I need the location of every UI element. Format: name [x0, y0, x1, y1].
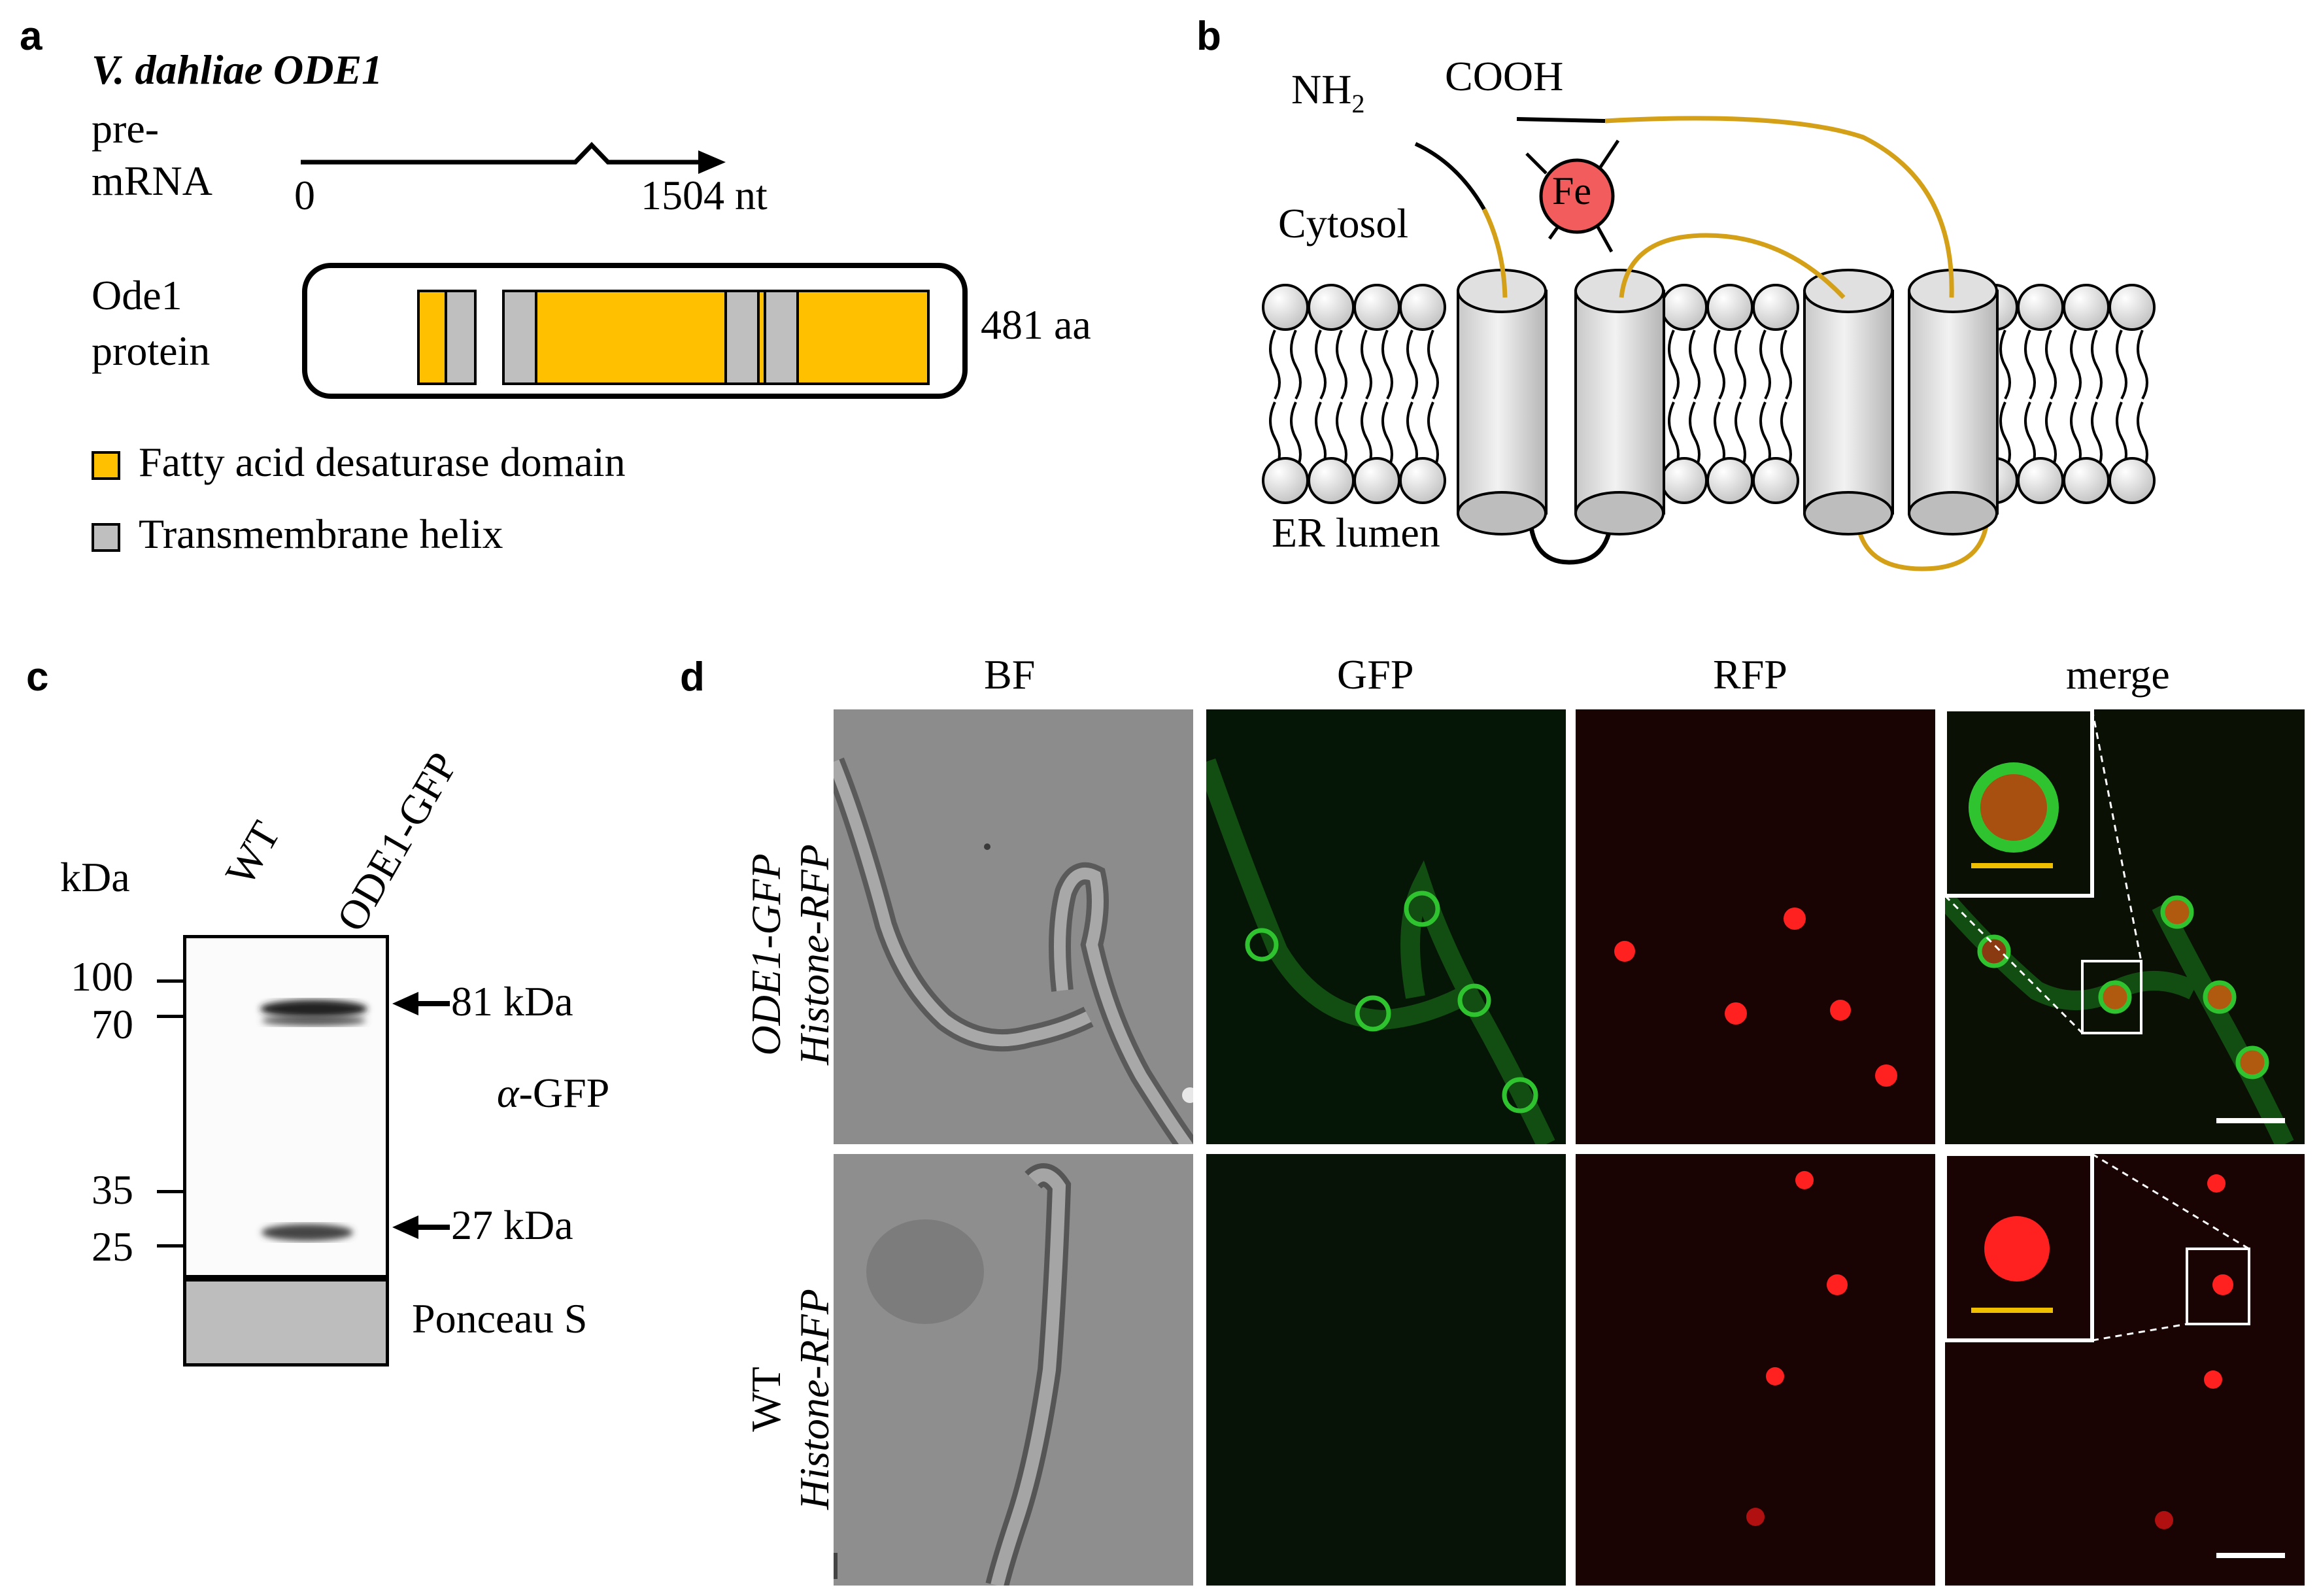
marker-tick-100 — [157, 979, 184, 983]
tm-helix-cylinders — [1457, 269, 1999, 535]
marker-tick-70 — [157, 1015, 184, 1018]
iron-cofactor — [1525, 139, 1620, 253]
c-terminal-tail-gold — [1604, 116, 1954, 298]
legend-swatch-tm — [92, 523, 120, 552]
band-label-27kda: 27 kDa — [451, 1202, 573, 1248]
image-rfp-ode1-gfp — [1576, 709, 1935, 1144]
legend-swatch-fad — [92, 451, 120, 480]
marker-label-100: 100 — [71, 953, 133, 1000]
marker-tick-25 — [157, 1244, 184, 1248]
marker-tick-35 — [157, 1190, 184, 1193]
tm-helix-cylinder-4 — [1908, 269, 1999, 535]
band-arrow-27kda — [392, 1215, 450, 1239]
membrane-topology-diagram — [1262, 116, 2156, 571]
premrna-label-line2: mRNA — [92, 158, 212, 204]
band-label-81kda: 81 kDa — [451, 978, 573, 1025]
main-scale-bar — [2216, 1118, 2285, 1123]
n-terminal-tail-black — [1414, 142, 1486, 211]
column-header-gfp: GFP — [1337, 651, 1414, 698]
nh2-terminus-label: NH2 — [1291, 66, 1365, 118]
protein-label-line1: Ode1 — [92, 272, 182, 318]
image-merge-ode1-gfp — [1945, 709, 2305, 1144]
lumen-loop-black — [1527, 509, 1614, 565]
tm-helix-1 — [445, 290, 477, 385]
gene-title: V. dahliae ODE1 — [92, 46, 383, 93]
band-81kda-lower — [262, 1015, 366, 1026]
n-terminal-tail-gold — [1481, 208, 1508, 298]
tm-helix-4 — [764, 290, 799, 385]
cytosol-label: Cytosol — [1278, 200, 1409, 246]
premrna-label-line1: pre- — [92, 105, 160, 152]
marker-label-35: 35 — [92, 1166, 133, 1213]
tm-helix-cylinder-2 — [1574, 269, 1665, 535]
tm-helix-3 — [724, 290, 760, 385]
fad-domain-segment-2 — [535, 290, 727, 385]
lumen-loop-gold — [1854, 509, 1990, 571]
cooh-terminus-label: COOH — [1445, 53, 1564, 99]
panel-label-d: d — [680, 654, 705, 700]
legend-label-tm: Transmembrane helix — [139, 511, 503, 557]
c-terminal-tail-black — [1516, 117, 1606, 123]
western-blot-membrane — [183, 935, 389, 1278]
cytosol-loop-gold — [1619, 233, 1846, 299]
iron-label: Fe — [1552, 169, 1591, 212]
row-label-wt: WT Histone-RFP — [743, 1289, 838, 1510]
er-lumen-label: ER lumen — [1272, 509, 1440, 556]
inset-scale-bar — [1971, 1308, 2053, 1313]
band-arrow-81kda — [392, 992, 450, 1015]
column-header-merge: merge — [2066, 651, 2170, 698]
marker-label-25: 25 — [92, 1223, 133, 1270]
antibody-label: α-GFP — [497, 1070, 610, 1116]
tm-helix-cylinder-1 — [1457, 269, 1548, 535]
lane-label-wt: WT — [216, 813, 290, 893]
band-81kda — [260, 1000, 367, 1018]
image-merge-wt — [1945, 1154, 2305, 1586]
image-bf-wt — [834, 1154, 1193, 1586]
zoom-box — [2081, 960, 2142, 1034]
protein-length: 481 aa — [981, 301, 1091, 348]
lipid-tails — [1269, 330, 2148, 471]
panel-label-c: c — [26, 654, 49, 700]
tm-helix-cylinder-3 — [1803, 269, 1894, 535]
band-27kda — [262, 1224, 353, 1241]
panel-label-b: b — [1196, 14, 1221, 59]
premrna-axis-end: 1504 nt — [641, 172, 768, 218]
lane-label-ode1-gfp: ODE1-GFP — [327, 744, 467, 939]
row-label-ode1-gfp: ODE1-GFP Histone-RFP — [743, 844, 838, 1065]
ponceau-label: Ponceau S — [412, 1295, 588, 1342]
premrna-axis — [301, 141, 726, 174]
zoom-box — [2186, 1248, 2250, 1325]
panel-label-a: a — [20, 14, 42, 59]
image-bf-ode1-gfp — [834, 709, 1193, 1144]
iron-atom-circle — [1539, 158, 1615, 234]
image-gfp-ode1-gfp — [1206, 709, 1566, 1144]
fad-domain-segment-1 — [417, 290, 447, 385]
column-header-rfp: RFP — [1713, 651, 1787, 698]
tm-helix-2 — [502, 290, 537, 385]
marker-label-70: 70 — [92, 1001, 133, 1047]
legend-label-fad: Fatty acid desaturase domain — [139, 439, 626, 485]
main-scale-bar — [2216, 1553, 2285, 1558]
fad-domain-segment-4 — [796, 290, 930, 385]
protein-domain-diagram — [302, 263, 968, 399]
image-rfp-wt — [1576, 1154, 1935, 1586]
kda-unit-label: kDa — [60, 854, 130, 900]
lipid-heads — [1262, 284, 2156, 504]
ponceau-membrane — [183, 1278, 389, 1367]
image-gfp-wt — [1206, 1154, 1566, 1586]
protein-label-line2: protein — [92, 328, 211, 374]
premrna-axis-start: 0 — [294, 172, 315, 218]
column-header-bf: BF — [984, 651, 1036, 698]
inset-scale-bar — [1971, 863, 2053, 868]
